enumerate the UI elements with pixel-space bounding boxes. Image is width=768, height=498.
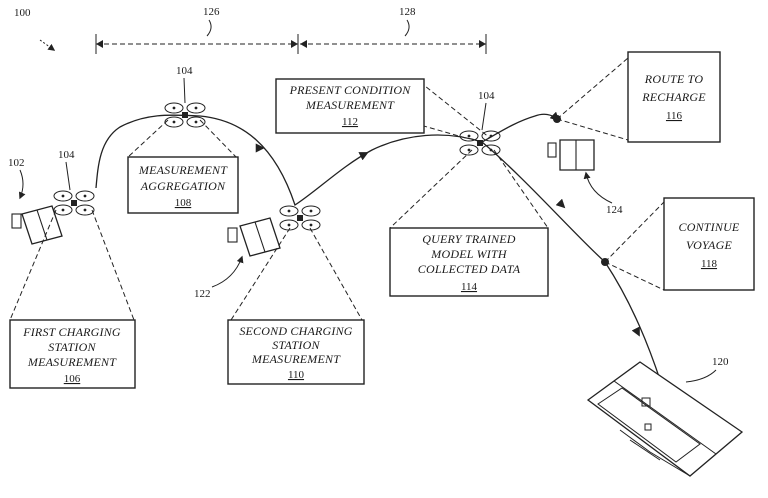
battery-icon (227, 227, 238, 243)
box-ref: 110 (288, 369, 305, 381)
station-ref-124: 124 (606, 204, 623, 216)
house-ref-120: 120 (712, 356, 729, 368)
span-128-label: 128 (399, 6, 416, 18)
box-ref: 112 (342, 116, 358, 128)
box-query-trained: QUERY TRAINED MODEL WITH COLLECTED DATA … (389, 227, 549, 297)
battery-icon (11, 213, 22, 229)
box-ref: 114 (461, 281, 478, 293)
box-measurement-aggregation: MEASUREMENT AGGREGATION 108 (127, 156, 239, 214)
box-line: STATION (48, 340, 96, 354)
box-line: COLLECTED DATA (418, 262, 521, 276)
box-line: MEASUREMENT (251, 352, 341, 366)
charging-station-icon (239, 217, 281, 257)
box-line: FIRST CHARGING (22, 325, 121, 339)
figure-pointer-arrow (39, 39, 56, 51)
drone-icon (53, 190, 95, 216)
figure-number: 100 (14, 7, 31, 19)
box-ref: 106 (64, 373, 81, 385)
box-ref: 108 (175, 197, 192, 209)
box-line: MEASUREMENT (305, 98, 395, 112)
box-first-charging: FIRST CHARGING STATION MEASUREMENT 106 (9, 319, 136, 389)
box-ref: 118 (701, 258, 718, 270)
box-line: RECHARGE (641, 90, 706, 104)
house-icon (586, 361, 744, 477)
drone-ref-104: 104 (58, 149, 75, 161)
path-arrow (358, 152, 369, 161)
span-128: 128 (300, 6, 487, 54)
charging-station-icon (559, 139, 595, 171)
box-route-to-recharge: ROUTE TO RECHARGE 116 (627, 51, 721, 143)
box-line: PRESENT CONDITION (289, 83, 412, 97)
box-line: ROUTE TO (644, 72, 704, 86)
box-line: QUERY TRAINED (422, 232, 516, 246)
span-126: 126 (95, 6, 299, 54)
box-continue-voyage: CONTINUE VOYAGE 118 (663, 197, 755, 291)
box-line: MEASUREMENT (138, 163, 228, 177)
drone-ref-104: 104 (176, 65, 193, 77)
box-line: STATION (272, 338, 320, 352)
box-second-charging: SECOND CHARGING STATION MEASUREMENT 110 (227, 319, 365, 385)
battery-icon (547, 142, 557, 158)
box-present-condition: PRESENT CONDITION MEASUREMENT 112 (275, 78, 425, 134)
drone-ref-104: 104 (478, 90, 495, 102)
box-line: CONTINUE (679, 220, 740, 234)
leader-line (481, 102, 487, 131)
box-line: SECOND CHARGING (239, 324, 352, 338)
leader-line (65, 161, 71, 191)
path-arrow (631, 326, 640, 337)
path-arrow (555, 198, 566, 209)
leader-line (211, 255, 244, 288)
charging-station-icon (21, 205, 63, 245)
leader-line (18, 169, 26, 200)
leader-line (583, 171, 613, 204)
box-line: MEASUREMENT (27, 355, 117, 369)
box-line: VOYAGE (686, 238, 732, 252)
box-line: AGGREGATION (140, 179, 226, 193)
leader-line (685, 369, 717, 383)
flight-path (95, 113, 557, 207)
station-ref-102: 102 (8, 157, 25, 169)
drone-icon (279, 205, 321, 231)
station-ref-122: 122 (194, 288, 211, 300)
span-126-label: 126 (203, 6, 220, 18)
leader-line (183, 77, 186, 104)
box-ref: 116 (666, 110, 683, 122)
box-line: MODEL WITH (430, 247, 508, 261)
